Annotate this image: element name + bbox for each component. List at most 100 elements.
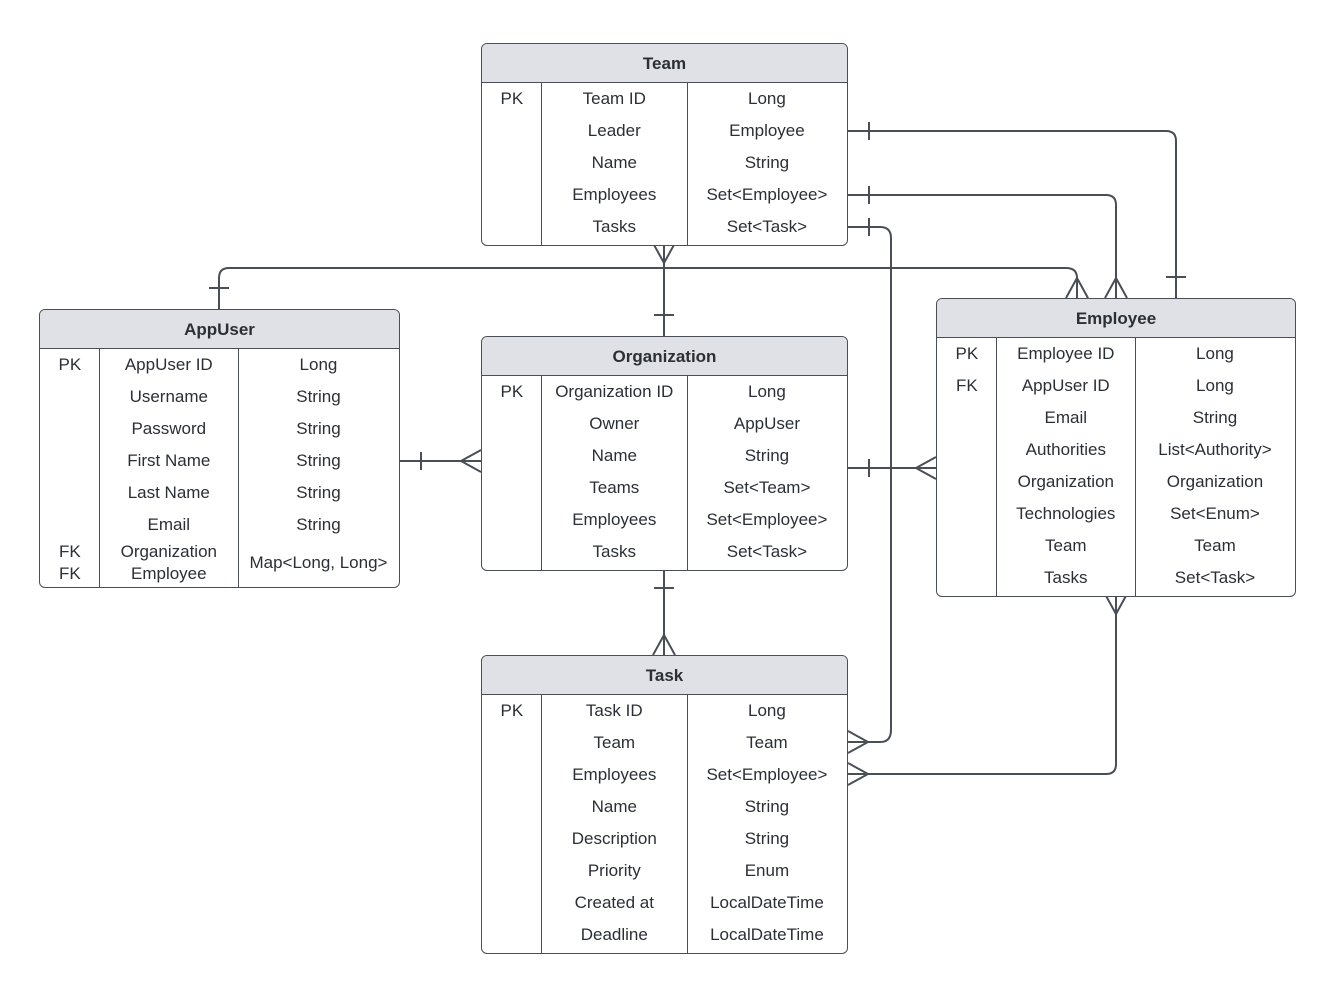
field-name: Organization	[1017, 472, 1114, 491]
entity-title: Team	[482, 44, 847, 83]
field-name: Employee ID	[1017, 344, 1115, 363]
field-name: Name	[591, 446, 637, 465]
field-name: Employees	[572, 185, 657, 204]
field-row: Employees Set<Employee>	[482, 759, 847, 791]
field-type: Set<Task>	[1174, 568, 1256, 587]
field-type: String	[296, 515, 341, 534]
field-name: First Name	[127, 451, 211, 470]
field-name: Username	[129, 387, 208, 406]
field-type: String	[1192, 408, 1238, 427]
employee-tasks-many-marker	[1104, 593, 1128, 615]
task-organization-many-marker	[652, 634, 676, 656]
field-type: Employee	[729, 121, 805, 140]
field-name: Technologies	[1016, 504, 1116, 523]
column-divider	[1135, 338, 1136, 596]
field-row: Priority Enum	[482, 855, 847, 887]
field-type: Team	[1194, 536, 1236, 555]
employee-team-many-marker	[1104, 277, 1128, 299]
field-type: LocalDateTime	[710, 925, 824, 944]
field-row: First Name String	[40, 445, 399, 477]
column-divider	[996, 338, 997, 596]
link-team-tasks-task	[848, 226, 892, 743]
field-type: String	[744, 797, 790, 816]
field-name: Team ID	[582, 89, 646, 108]
field-type: Enum	[744, 861, 790, 880]
field-type: String	[296, 387, 341, 406]
field-type: String	[744, 446, 790, 465]
column-divider	[541, 376, 542, 570]
field-type: Set<Employee>	[706, 765, 828, 784]
field-row: Username String	[40, 381, 399, 413]
field-row: Name String	[482, 440, 847, 472]
field-name: Employees	[572, 765, 657, 784]
field-row: Team Team	[937, 530, 1295, 562]
field-name: Team	[1045, 536, 1087, 555]
field-name: Leader	[587, 121, 641, 140]
field-type: Set<Employee>	[706, 185, 828, 204]
field-type: String	[296, 451, 341, 470]
field-name: AppUser ID	[124, 355, 213, 374]
field-row: Organization Organization	[937, 466, 1295, 498]
field-type: Long	[748, 701, 786, 720]
field-row: Teams Set<Team>	[482, 472, 847, 504]
entity-title: Employee	[937, 299, 1295, 338]
field-type: Set<Enum>	[1170, 504, 1260, 523]
field-name: Email	[1044, 408, 1088, 427]
field-type: LocalDateTime	[710, 893, 824, 912]
column-divider	[687, 83, 688, 245]
field-row: Tasks Set<Task>	[937, 562, 1295, 594]
link-team-leader-employee	[848, 130, 1177, 298]
column-divider	[238, 349, 239, 587]
field-name: Team	[593, 733, 636, 752]
column-divider	[541, 83, 542, 245]
field-type: Set<Team>	[723, 478, 811, 497]
column-divider	[541, 695, 542, 953]
field-name: Tasks	[1044, 568, 1088, 587]
field-name: Tasks	[592, 542, 636, 561]
field-type: List<Authority>	[1158, 440, 1272, 459]
field-type: String	[296, 419, 341, 438]
field-type: Organization	[1166, 472, 1264, 491]
entity-title: Organization	[482, 337, 847, 376]
field-name: AppUser ID	[1021, 376, 1110, 395]
field-name: Created at	[574, 893, 654, 912]
field-row: Email String	[937, 402, 1295, 434]
field-type: Long	[1196, 376, 1234, 395]
field-name: Teams	[589, 478, 640, 497]
field-type: String	[744, 153, 790, 172]
field-name: Priority	[587, 861, 641, 880]
link-employee-task	[848, 594, 1117, 775]
field-type: Long	[748, 89, 786, 108]
field-name: Authorities	[1025, 440, 1106, 459]
field-type: Set<Employee>	[706, 510, 828, 529]
column-divider	[99, 349, 100, 587]
field-key: FK	[955, 376, 978, 395]
employee-organization-many-marker	[915, 456, 937, 480]
field-name: Password	[131, 419, 207, 438]
field-type: String	[744, 829, 790, 848]
field-type: Long	[748, 382, 786, 401]
organization-appuser-many-marker	[460, 449, 482, 473]
